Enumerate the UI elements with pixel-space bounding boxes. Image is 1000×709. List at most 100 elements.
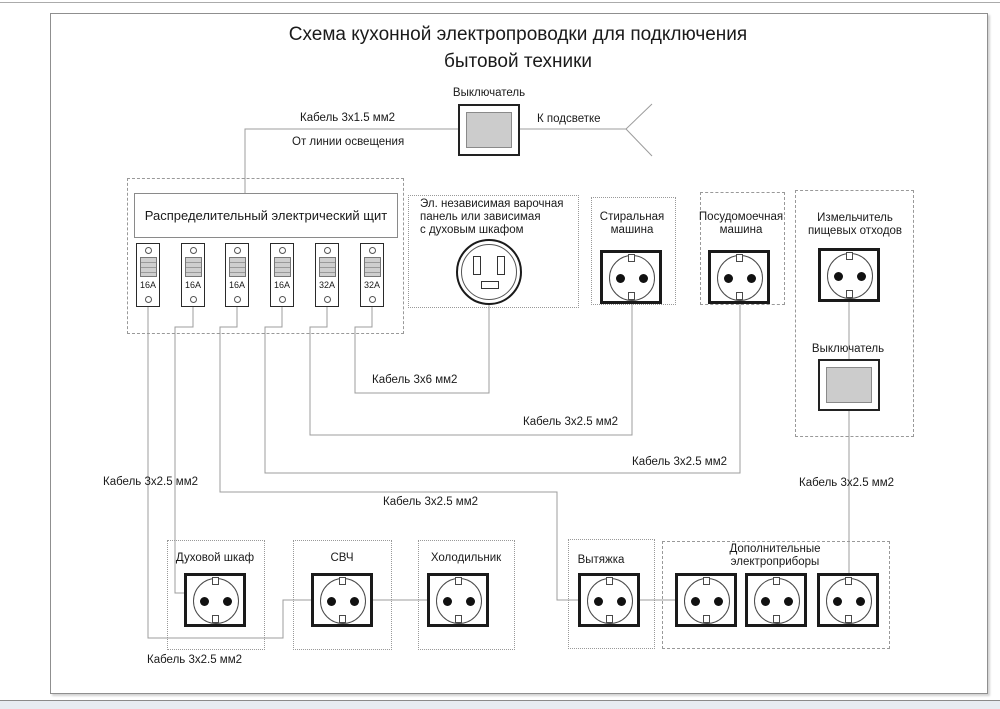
breaker-rating: 32А bbox=[363, 280, 380, 290]
breaker-4: 16А bbox=[270, 243, 294, 307]
breaker-toggle-icon bbox=[185, 257, 202, 277]
stove-socket-inner-ring bbox=[461, 244, 517, 300]
grinder-label: Измельчитель пищевых отходов bbox=[808, 212, 902, 238]
stove-socket-slot-left bbox=[473, 256, 481, 275]
breaker-hole-bottom-icon bbox=[279, 296, 286, 303]
socket-face bbox=[684, 578, 730, 624]
hood-dashed-box bbox=[568, 539, 655, 649]
additional-label-line1: Дополнительные bbox=[729, 543, 821, 555]
additional-dashed-box bbox=[662, 541, 890, 649]
additional-label-line2: электроприборы bbox=[730, 556, 820, 568]
wire-breaker6-to-stove bbox=[354, 303, 490, 394]
breaker-hole-bottom-icon bbox=[190, 296, 197, 303]
breaker-toggle-icon bbox=[319, 257, 336, 277]
grinder-dashed-box bbox=[795, 190, 914, 437]
stove-label: Эл. независимая варочная панель или зави… bbox=[420, 198, 563, 237]
breaker-hole-top-icon bbox=[279, 247, 286, 254]
cable-2_5-left-label: Кабель 3х2.5 мм2 bbox=[103, 476, 198, 488]
breaker-3: 16А bbox=[225, 243, 249, 307]
additional-socket-3-icon bbox=[817, 573, 879, 627]
breaker-toggle-icon bbox=[364, 257, 381, 277]
socket-face bbox=[826, 578, 872, 624]
breaker-hole-bottom-icon bbox=[145, 296, 152, 303]
light-switch-key bbox=[466, 112, 512, 148]
stove-dashed-box bbox=[408, 195, 579, 308]
cable-2_5-hood-label: Кабель 3х2.5 мм2 bbox=[383, 496, 478, 508]
stove-label-line2: панель или зависимая bbox=[420, 211, 541, 223]
hood-socket-icon bbox=[578, 573, 640, 627]
dishwasher-label-line1: Посудомоечная bbox=[698, 211, 784, 223]
breaker-hole-top-icon bbox=[369, 247, 376, 254]
to-backlight-label: К подсветке bbox=[537, 113, 601, 125]
dishwasher-dashed-box bbox=[700, 192, 785, 305]
socket-face bbox=[193, 578, 239, 624]
breaker-rating: 32А bbox=[318, 280, 335, 290]
grinder-switch-label: Выключатель bbox=[811, 343, 885, 355]
socket-face bbox=[827, 253, 873, 299]
microwave-socket-icon bbox=[311, 573, 373, 627]
breaker-toggle-icon bbox=[229, 257, 246, 277]
breaker-rating: 16А bbox=[228, 280, 245, 290]
hood-label: Вытяжка bbox=[577, 554, 625, 566]
additional-socket-1-icon bbox=[675, 573, 737, 627]
breaker-hole-bottom-icon bbox=[324, 296, 331, 303]
cable-2_5-dishwasher-label: Кабель 3х2.5 мм2 bbox=[632, 456, 727, 468]
oven-dashed-box bbox=[167, 540, 265, 650]
breaker-1: 16А bbox=[136, 243, 160, 307]
breaker-rating: 16А bbox=[184, 280, 201, 290]
socket-face bbox=[754, 578, 800, 624]
wire-panel-to-switch bbox=[244, 128, 458, 193]
breaker-hole-bottom-icon bbox=[369, 296, 376, 303]
dishwasher-label: Посудомоечная машина bbox=[699, 211, 783, 237]
page-title-line2: бытовой техники bbox=[443, 51, 593, 72]
light-fork-lower bbox=[625, 128, 653, 157]
microwave-dashed-box bbox=[293, 540, 392, 650]
breaker-hole-top-icon bbox=[145, 247, 152, 254]
page-title: Схема кухонной электропроводки для подкл… bbox=[289, 21, 747, 75]
additional-socket-2-icon bbox=[745, 573, 807, 627]
breaker-2: 16А bbox=[181, 243, 205, 307]
wire-breaker4-to-dishwasher bbox=[264, 304, 741, 474]
light-switch-label: Выключатель bbox=[452, 87, 526, 99]
panel-dashed-box bbox=[127, 178, 404, 334]
cable-2_5-washer-label: Кабель 3х2.5 мм2 bbox=[523, 416, 618, 428]
cable-2_5-bottom-label: Кабель 3х2.5 мм2 bbox=[147, 654, 242, 666]
washer-label-line1: Стиральная bbox=[599, 211, 665, 223]
stove-socket-slot-bottom bbox=[481, 281, 499, 289]
light-fork-upper bbox=[625, 103, 653, 130]
dishwasher-label-line2: машина bbox=[719, 224, 763, 236]
page-title-line1: Схема кухонной электропроводки для подкл… bbox=[288, 24, 748, 45]
cable-2_5-grinder-label: Кабель 3х2.5 мм2 bbox=[799, 477, 894, 489]
socket-face bbox=[587, 578, 633, 624]
breaker-hole-top-icon bbox=[324, 247, 331, 254]
breaker-hole-top-icon bbox=[190, 247, 197, 254]
grinder-switch-key bbox=[826, 367, 872, 403]
breaker-toggle-icon bbox=[140, 257, 157, 277]
wire-breaker1-to-microwave bbox=[147, 307, 311, 639]
breaker-6: 32А bbox=[360, 243, 384, 307]
fridge-dashed-box bbox=[418, 540, 515, 650]
stove-socket-icon bbox=[456, 239, 522, 305]
grinder-switch-icon bbox=[818, 359, 880, 411]
grinder-label-line2: пищевых отходов bbox=[807, 225, 903, 237]
from-lighting-line-label: От линии освещения bbox=[292, 136, 405, 148]
wire-breaker5-to-washer bbox=[309, 304, 633, 436]
grinder-socket-icon bbox=[818, 248, 880, 302]
grinder-label-line1: Измельчитель bbox=[817, 212, 893, 224]
page-top-rule bbox=[0, 2, 1000, 3]
stove-socket-slot-right bbox=[497, 256, 505, 275]
additional-label: Дополнительные электроприборы bbox=[729, 543, 820, 569]
breaker-toggle-icon bbox=[274, 257, 291, 277]
socket-face bbox=[436, 578, 482, 624]
breaker-5: 32А bbox=[315, 243, 339, 307]
stove-label-line1: Эл. независимая варочная bbox=[420, 198, 564, 210]
washer-socket-icon bbox=[600, 250, 662, 304]
dishwasher-socket-icon bbox=[708, 250, 770, 304]
microwave-label: СВЧ bbox=[330, 552, 354, 564]
light-switch-icon bbox=[458, 104, 520, 156]
washer-label: Стиральная машина bbox=[600, 211, 664, 237]
breaker-rating: 16А bbox=[273, 280, 290, 290]
panel-title: Распределительный электрический щит bbox=[134, 193, 398, 238]
wire-breaker2-to-oven bbox=[174, 307, 194, 594]
